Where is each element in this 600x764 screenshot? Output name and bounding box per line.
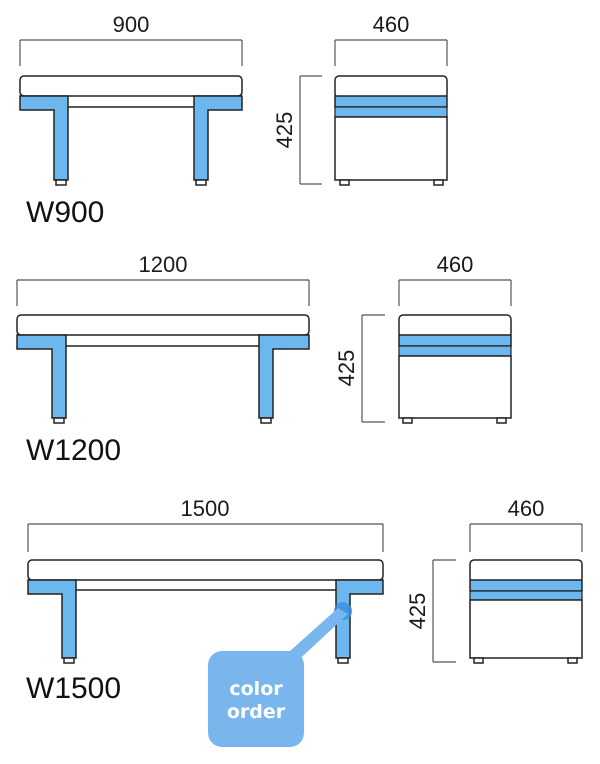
length-dimension-label: 1500 — [181, 496, 230, 521]
depth-dimension — [469, 523, 583, 552]
depth-dimension-label: 460 — [437, 252, 474, 277]
bench-side-view — [398, 314, 512, 424]
height-dimension-label: 425 — [334, 350, 359, 387]
height-dimension — [361, 314, 385, 423]
model-label: W1200 — [26, 434, 121, 467]
height-dimension — [299, 75, 322, 185]
depth-dimension — [334, 39, 448, 66]
length-dimension — [19, 39, 243, 66]
bench-front-view — [19, 75, 243, 186]
depth-dimension — [398, 279, 512, 306]
callout-box — [208, 651, 304, 747]
height-dimension-label: 425 — [272, 112, 297, 149]
bench-side-view — [469, 559, 583, 664]
depth-dimension-label: 460 — [373, 12, 410, 37]
callout-line1: color — [229, 678, 283, 700]
bench-w1500: 1500 460 425 W150 — [26, 496, 583, 747]
model-label: W1500 — [26, 672, 121, 705]
bench-front-view — [27, 559, 384, 664]
length-dimension — [27, 523, 384, 552]
bench-front-view — [16, 314, 310, 424]
height-dimension-label: 425 — [405, 593, 430, 630]
bench-w900: 900 460 — [19, 12, 448, 229]
bench-side-view — [334, 75, 448, 186]
callout-line2: order — [227, 701, 286, 723]
length-dimension — [16, 279, 310, 306]
depth-dimension-label: 460 — [508, 496, 545, 521]
bench-w1200: 1200 460 425 W120 — [16, 252, 512, 467]
model-label: W900 — [26, 196, 104, 229]
height-dimension — [432, 559, 456, 663]
color-order-callout: color order — [208, 602, 352, 747]
length-dimension-label: 1200 — [139, 252, 188, 277]
length-dimension-label: 900 — [113, 12, 150, 37]
